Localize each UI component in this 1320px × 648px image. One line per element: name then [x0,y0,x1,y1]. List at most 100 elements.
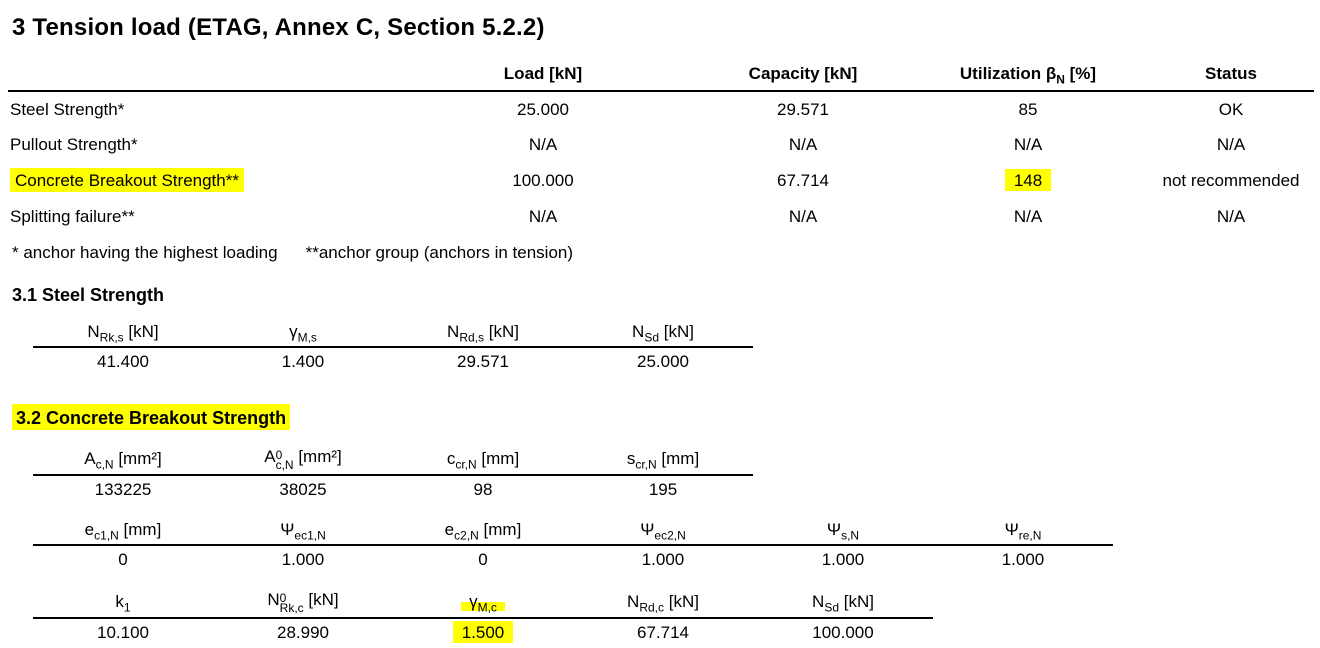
table-row-concrete-breakout: Concrete Breakout Strength** 100.000 67.… [8,163,1314,199]
param-header-psi-sn: Ψs,N [753,516,933,546]
param-value: 98 [473,480,493,499]
param-header-nsd: NSd [kN] [573,318,753,348]
param-superscript: 0 [275,448,283,462]
param-header-nrks: NRk,s [kN] [33,318,213,348]
param-header-row: ec1,N [mm] Ψec1,N ec2,N [mm] Ψec2,N Ψs,N… [33,516,1113,546]
highlighted-utilization: 148 [1004,169,1052,191]
param-header-gamma-mc: γM,c [393,586,573,619]
param-value: 100.000 [812,623,874,642]
summary-header-row: Load [kN] Capacity [kN] Utilization βN [… [8,60,1314,92]
utilization-prefix: Utilization [959,64,1046,83]
highlighted-gamma-mc: γM,c [461,591,505,613]
section-title: 3 Tension load (ETAG, Annex C, Section 5… [12,14,545,41]
param-symbol: e [84,520,95,539]
param-subscript: s,N [841,528,860,543]
table-row-steel-strength: Steel Strength* 25.000 29.571 85 OK [8,91,1314,127]
param-subscript: Rd,s [459,330,484,345]
param-subscript: re,N [1018,528,1042,543]
highlighted-row-label: Concrete Breakout Strength** [10,168,244,192]
capacity-value: N/A [788,207,818,226]
param-symbol: N [632,322,645,341]
param-symbol: k [115,591,124,611]
capacity-value: 29.571 [777,99,829,119]
param-symbol: N [267,590,280,609]
psi-symbol: Ψ [280,520,295,539]
psi-symbol: Ψ [1004,520,1019,539]
param-header-nrdc: NRd,c [kN] [573,586,753,619]
param-superscript: 0 [279,591,287,605]
footnote-anchor: * anchor having the highest loading [12,243,278,262]
param-subscript: Rk,s [99,330,124,345]
footnote-group: **anchor group (anchors in tension) [305,243,574,262]
param-subscript: ec2,N [654,528,686,543]
param-symbol: N [627,591,640,611]
row-label: Steel Strength* [8,91,388,127]
utilization-value: 85 [1018,99,1038,119]
param-header-ccrn: ccr,N [mm] [393,443,573,476]
param-value: 38025 [279,480,327,499]
subsection-steel-heading: 3.1 Steel Strength [12,285,165,305]
highlighted-heading: 3.2 Concrete Breakout Strength [12,404,291,430]
param-subscript: M,s [297,330,317,345]
param-value: 195 [648,480,678,499]
param-subscript: c2,N [454,528,479,543]
param-header-acn: Ac,N [mm²] [33,443,213,476]
row-label: Splitting failure** [8,199,388,235]
steel-strength-table: NRk,s [kN] γM,s NRd,s [kN] NSd [kN] 41.4… [33,318,753,374]
param-symbol: s [626,448,636,468]
psi-symbol: Ψ [826,520,842,539]
param-header-row: NRk,s [kN] γM,s NRd,s [kN] NSd [kN] [33,318,753,348]
param-symbol: γ [289,322,298,341]
param-symbol: A [264,447,276,466]
summary-header-status: Status [1148,60,1314,92]
param-unit: [mm] [656,448,700,468]
param-subscript: Sd [644,330,659,345]
utilization-value: N/A [1013,207,1043,226]
param-value: 28.990 [277,623,329,642]
param-header-k1: k1 [33,586,213,619]
highlighted-gamma-mc-value: 1.500 [452,621,514,643]
param-header-gamma-ms: γM,s [213,318,393,348]
param-subscript: ec1,N [294,528,326,543]
beta-subscript: N [1056,72,1065,87]
param-symbol: N [447,322,460,341]
param-value: 133225 [94,480,152,499]
param-value-row: 41.400 1.400 29.571 25.000 [33,347,753,374]
utilization-suffix: [%] [1064,64,1097,83]
tension-summary-table: Load [kN] Capacity [kN] Utilization βN [… [8,60,1314,235]
param-subscript: 1 [123,599,131,614]
param-unit: [kN] [484,322,519,341]
summary-header-utilization: Utilization βN [%] [908,60,1148,92]
param-value-row: 10.100 28.990 1.500 67.714 100.000 [33,618,933,645]
param-header-psi-ec1n: Ψec1,N [213,516,393,546]
param-value: 1.000 [281,550,325,569]
summary-header-empty [8,60,388,92]
load-value: N/A [528,135,558,154]
param-subscript: Rd,c [639,599,664,614]
status-value: N/A [1216,135,1246,154]
param-value: 0 [478,550,488,569]
table-row-splitting-failure: Splitting failure** N/A N/A N/A N/A [8,199,1314,235]
beta-symbol: β [1045,64,1057,83]
table-row-pullout-strength: Pullout Strength* N/A N/A N/A N/A [8,127,1314,163]
summary-header-load: Load [kN] [388,60,698,92]
concrete-eccentricity-table: ec1,N [mm] Ψec1,N ec2,N [mm] Ψec2,N Ψs,N… [33,516,1113,572]
param-header-nrds: NRd,s [kN] [393,318,573,348]
param-value: 67.714 [637,623,689,642]
capacity-value: N/A [788,135,818,154]
param-unit: [kN] [123,322,159,341]
param-symbol: γ [469,591,478,611]
param-unit: [kN] [839,591,874,611]
param-value-row: 0 1.000 0 1.000 1.000 1.000 [33,545,1113,572]
param-symbol: A [84,448,96,468]
psi-symbol: Ψ [640,520,655,539]
param-value: 29.571 [457,352,509,371]
load-value: 25.000 [517,99,569,119]
